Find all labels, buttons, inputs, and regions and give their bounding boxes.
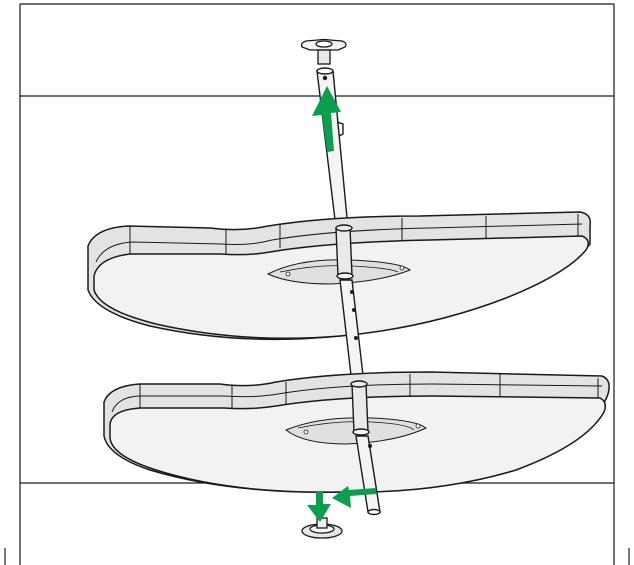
top-cap [300, 38, 347, 65]
lift-pole-up-arrow [312, 86, 341, 152]
pole-collar-upper [335, 224, 354, 280]
pole-collar-lower [350, 380, 370, 436]
push-down-arrow [307, 492, 331, 522]
bottom-base [301, 517, 343, 539]
move-left-arrow [332, 486, 376, 508]
